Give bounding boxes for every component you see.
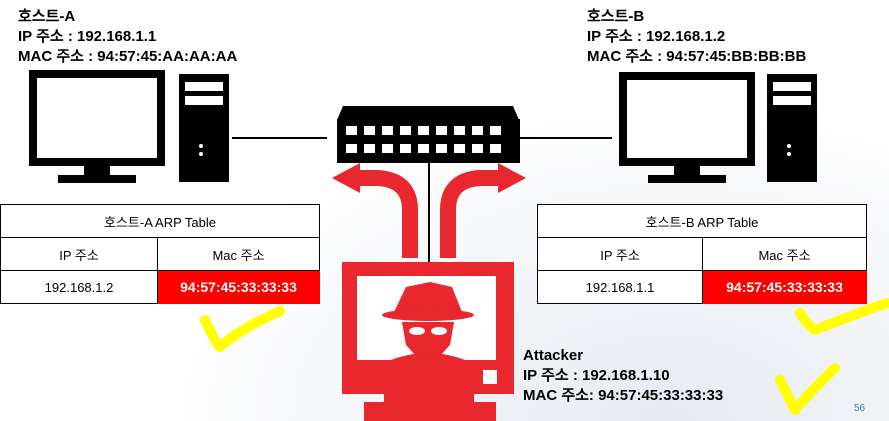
- check-mark-icon: [775, 363, 840, 415]
- arrow-to-hostB-icon: [440, 163, 526, 258]
- column-header-mac: Mac 주소: [701, 237, 868, 271]
- table-row: 192.168.1.2 94:57:45:33:33:33: [0, 270, 321, 304]
- hostA-info: 호스트-A IP 주소 : 192.168.1.1 MAC 주소 : 94:57…: [18, 7, 237, 67]
- hostA-tower-icon: [179, 74, 229, 182]
- hostA-mac: MAC 주소 : 94:57:45:AA:AA:AA: [18, 48, 238, 65]
- hostB-arp-table: 호스트-B ARP Table IP 주소 Mac 주소 192.168.1.1…: [536, 204, 868, 304]
- hostA-name: 호스트-A: [18, 8, 76, 25]
- hacker-icon: [382, 282, 474, 366]
- cell-spoofed-mac: 94:57:45:33:33:33: [701, 270, 868, 304]
- hostB-info: 호스트-B IP 주소 : 192.168.1.2 MAC 주소 : 94:57…: [587, 7, 806, 67]
- check-mark-icon: [200, 306, 285, 352]
- hostA-arp-table: 호스트-A ARP Table IP 주소 Mac 주소 192.168.1.2…: [0, 204, 321, 304]
- arp-table-title: 호스트-B ARP Table: [536, 204, 868, 238]
- arp-table-title: 호스트-A ARP Table: [0, 204, 321, 238]
- cell-spoofed-mac: 94:57:45:33:33:33: [156, 270, 321, 304]
- attacker-ip: IP 주소 : 192.168.1.10: [523, 367, 670, 384]
- hostA-monitor-icon: [29, 70, 165, 183]
- table-row: 192.168.1.1 94:57:45:33:33:33: [537, 270, 868, 304]
- hostB-ip: IP 주소 : 192.168.1.2: [587, 28, 726, 45]
- hostB-tower-icon: [767, 74, 817, 182]
- column-header-ip: IP 주소: [537, 237, 703, 271]
- hostB-monitor-icon: [619, 72, 755, 183]
- attacker-info: Attacker IP 주소 : 192.168.1.10 MAC 주소: 94…: [523, 346, 723, 406]
- cell-ip: 192.168.1.1: [537, 270, 703, 304]
- hostB-mac: MAC 주소 : 94:57:45:BB:BB:BB: [587, 48, 807, 65]
- page-number: 56: [854, 403, 866, 414]
- arrow-to-hostA-icon: [332, 163, 418, 258]
- hostA-ip: IP 주소 : 192.168.1.1: [18, 28, 157, 45]
- hostB-name: 호스트-B: [587, 8, 645, 25]
- attacker-mac: MAC 주소: 94:57:45:33:33:33: [523, 387, 724, 404]
- attacker-name: Attacker: [523, 347, 584, 364]
- check-mark-icon: [795, 298, 889, 335]
- column-header-ip: IP 주소: [0, 237, 158, 271]
- cell-ip: 192.168.1.2: [0, 270, 158, 304]
- network-switch-icon: [337, 106, 520, 163]
- column-header-mac: Mac 주소: [156, 237, 321, 271]
